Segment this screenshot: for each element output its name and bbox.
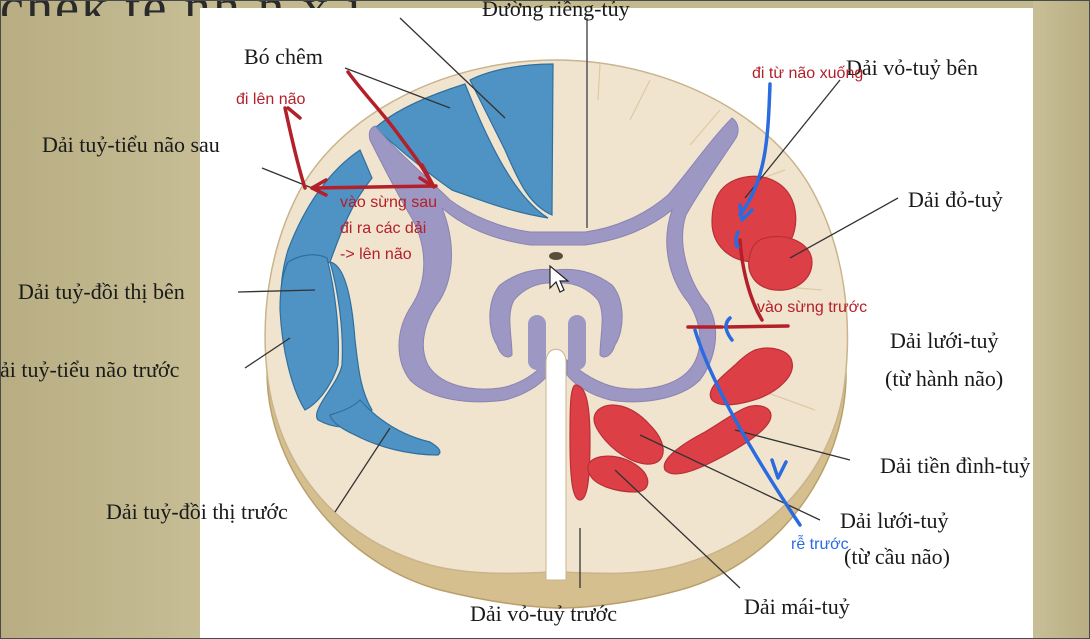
label-dai-luoi-tuy-hanh-nao: Dải lưới-tuỷ: [890, 328, 999, 353]
lateral-spinothalamic-tract: [279, 254, 340, 411]
anterior-median-fissure: [545, 348, 567, 581]
label-dai-vo-tuy-ben: Dải vỏ-tuỷ bên: [846, 55, 978, 80]
label-dai-tuy-tieu-nao-truoc: ải tuỷ-tiểu não trước: [0, 357, 180, 382]
red-annotation-strokes: [283, 70, 790, 329]
label-duong-rieng-tuy: Đường riềng-tủy: [482, 0, 630, 21]
label-dai-mai-tuy: Dải mái-tuỷ: [744, 594, 850, 619]
label-dai-tuy-tieu-nao-sau: Dải tuỷ-tiểu não sau: [42, 132, 220, 157]
medullary-reticulospinal-tract: [709, 347, 793, 406]
anterior-horn-bar-left: [528, 315, 546, 370]
anterior-corticospinal-tract: [569, 384, 591, 501]
fasciculus-gracilis: [469, 63, 554, 216]
tectospinal-tract: [587, 455, 649, 493]
label-dai-tien-dinh-tuy: Dải tiền đình-tuỷ: [880, 453, 1031, 478]
label-tu-hanh-nao: (từ hành não): [885, 366, 1004, 391]
label-tu-cau-nao: (từ cầu não): [844, 544, 950, 569]
slide-background-right: [1033, 0, 1090, 639]
diagram-page: [200, 8, 1033, 639]
label-dai-luoi-tuy-cau-nao: Dải lưới-tuỷ: [840, 508, 949, 533]
blue-annotation-strokes: [693, 82, 802, 527]
anterior-horn-bar-right: [568, 315, 586, 370]
note-di-ra-cac-dai: đi ra các dải: [340, 220, 427, 237]
label-dai-do-tuy: Dải đỏ-tuỷ: [908, 187, 1003, 212]
rubrospinal-tract: [748, 236, 813, 291]
slide-background-left: [0, 0, 200, 639]
leader-lines: [237, 17, 899, 589]
note-len-nao: -> lên não: [340, 246, 412, 263]
gray-matter: [368, 117, 739, 403]
note-di-tu-nao-xuong: đi từ não xuống: [752, 65, 864, 82]
note-di-len-nao: đi lên não: [236, 91, 306, 108]
label-dai-tuy-doi-thi-ben: Dải tuỷ-đồi thị bên: [18, 279, 185, 304]
central-canal: [549, 252, 563, 260]
anterior-spinothalamic-tract: [329, 399, 441, 456]
label-dai-tuy-doi-thi-truoc: Dải tuỷ-đồi thị trước: [106, 499, 288, 524]
label-bo-chem: Bó chêm: [244, 44, 323, 69]
note-re-truoc: rễ trước: [791, 536, 849, 553]
mouse-cursor: [549, 264, 570, 293]
spinal-cord-cross-section: [237, 17, 899, 609]
pontine-reticulospinal-tract: [593, 404, 664, 465]
gray-commissure: [489, 268, 623, 358]
note-vao-sung-truoc: vào sừng trước: [757, 299, 868, 316]
label-dai-vo-tuy-truoc: Dải vỏ-tuỷ trước: [470, 601, 617, 626]
vestibulospinal-tract: [663, 405, 772, 475]
fasciculus-cuneatus: [374, 83, 549, 219]
note-vao-sung-sau: vào sừng sau: [340, 194, 437, 211]
